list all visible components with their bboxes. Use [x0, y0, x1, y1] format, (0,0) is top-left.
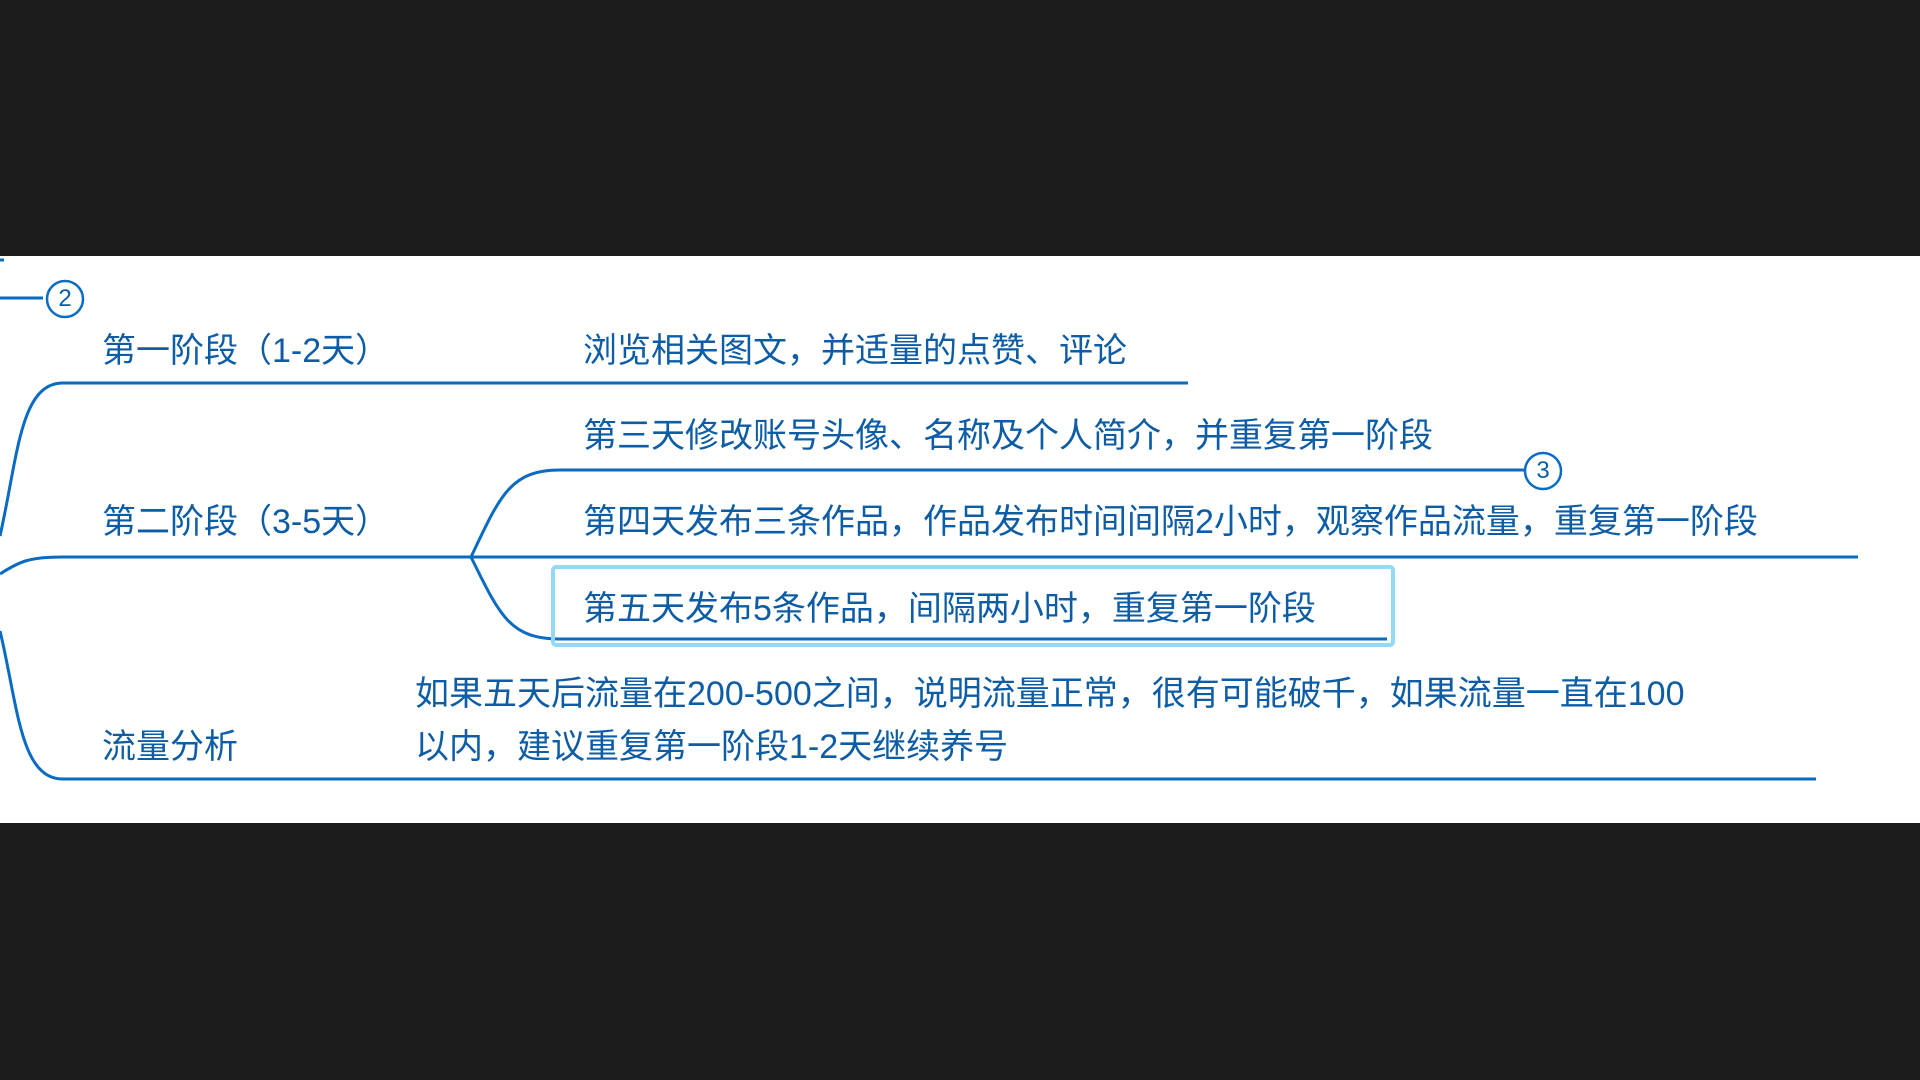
- branch-2-connector: [0, 555, 1858, 576]
- branch-1-child-1[interactable]: 浏览相关图文，并适量的点赞、评论: [583, 332, 1127, 370]
- branch-1-connector: [0, 381, 1188, 537]
- branch-3-label[interactable]: 流量分析: [102, 728, 238, 766]
- collapse-badge-3: [1523, 451, 1563, 491]
- branch-2-child-2[interactable]: 第四天发布三条作品，作品发布时间间隔2小时，观察作品流量，重复第一阶段: [583, 503, 1758, 541]
- branch-2-child-1[interactable]: 第三天修改账号头像、名称及个人简介，并重复第一阶段: [583, 417, 1433, 455]
- collapse-badge-2: [45, 279, 85, 319]
- branch-2-label[interactable]: 第二阶段（3-5天）: [102, 503, 390, 541]
- branch-3-connector: [0, 630, 1816, 781]
- connector-lines: [0, 258, 1858, 781]
- branch-1-label[interactable]: 第一阶段（1-2天）: [102, 332, 390, 370]
- branch-3-child-line-2[interactable]: 以内，建议重复第一阶段1-2天继续养号: [415, 728, 1009, 766]
- branch-2-child-3[interactable]: 第五天发布5条作品，间隔两小时，重复第一阶段: [583, 590, 1316, 628]
- branch-2-child-1-connector: [469, 468, 1525, 558]
- collapse-badge-3-label[interactable]: 3: [1536, 457, 1550, 484]
- mindmap-canvas[interactable]: 2 3 第一阶段（1-2天） 浏览相关图文，并适量的点赞、评论 第二阶段（3-5…: [0, 256, 1920, 823]
- branch-3-child-line-1[interactable]: 如果五天后流量在200-500之间，说明流量正常，很有可能破千，如果流量一直在1…: [415, 675, 1685, 713]
- collapse-badge-2-label[interactable]: 2: [58, 285, 72, 312]
- selection-highlight: [551, 565, 1395, 647]
